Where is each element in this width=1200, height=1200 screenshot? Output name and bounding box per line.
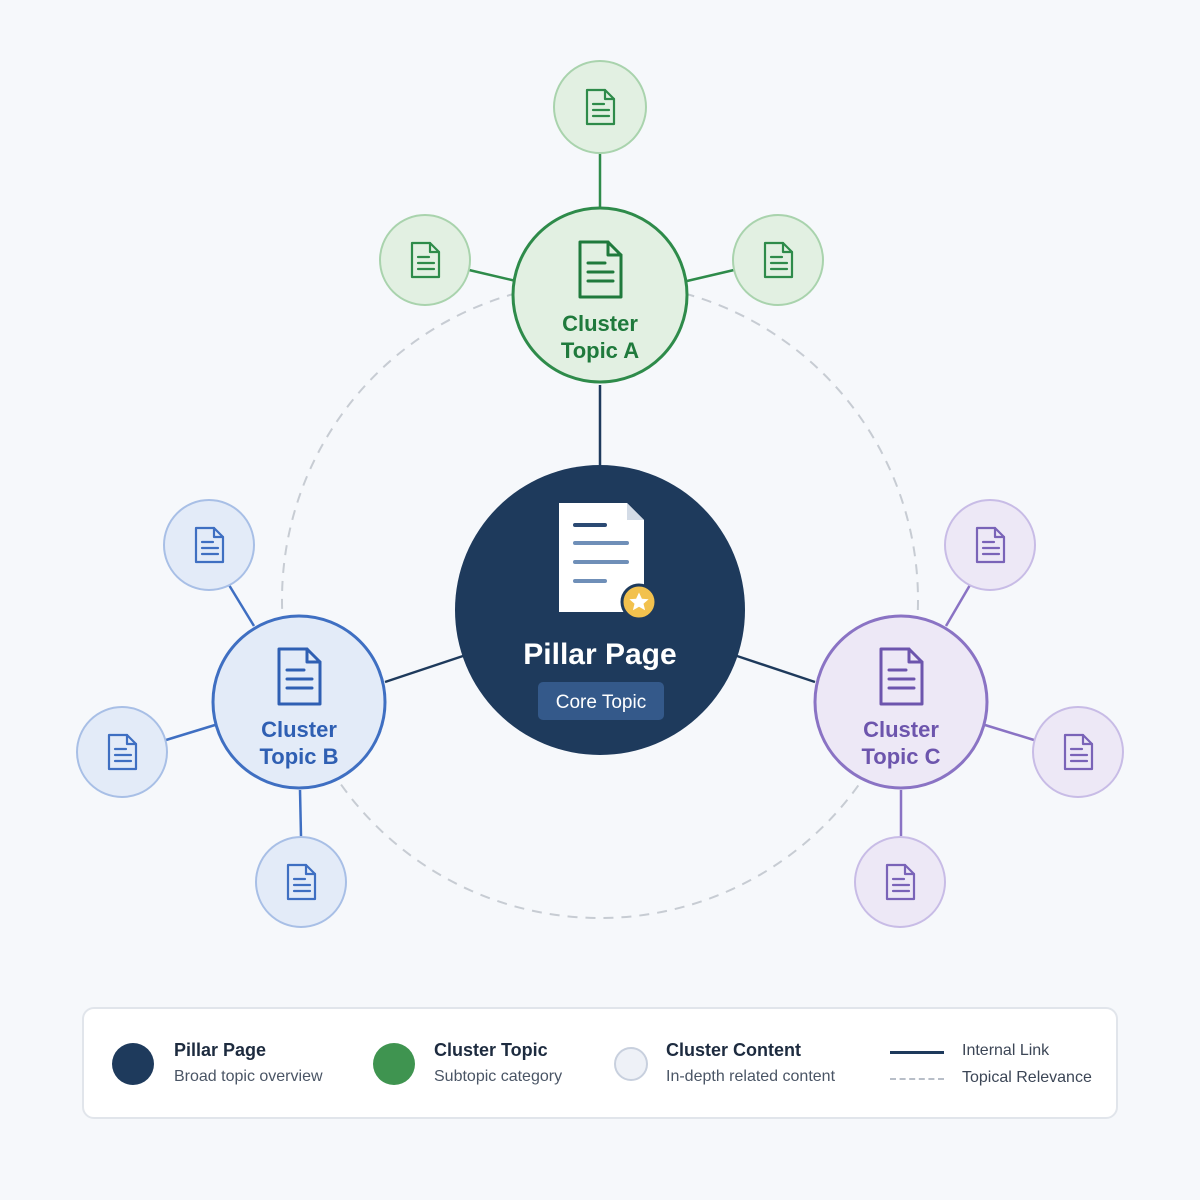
core-topic-badge-label: Core Topic	[556, 692, 646, 713]
document-icon	[107, 733, 138, 771]
legend-item-cluster-topic: Cluster Topic Subtopic category	[84, 1009, 604, 1121]
pillar-page-title: Pillar Page	[523, 638, 676, 671]
legend-item-pillar: Pillar Page Broad topic overview	[84, 1009, 364, 1121]
cluster-topic-b[interactable]: Cluster Topic B	[211, 614, 387, 790]
legend-topical-relevance: Topical Relevance	[962, 1069, 1092, 1086]
legend-pillar-desc: Broad topic overview	[174, 1068, 323, 1085]
legend-cluster-topic-desc: Subtopic category	[434, 1068, 563, 1085]
link-a-right	[686, 268, 735, 283]
cluster-topic-c-label-line2: Topic C	[861, 744, 940, 769]
cluster-content-node[interactable]	[379, 214, 471, 306]
internal-links	[165, 153, 1035, 837]
link-pillar-b	[384, 654, 464, 684]
cluster-content-node[interactable]	[732, 214, 824, 306]
link-b-left	[165, 723, 216, 742]
cluster-topic-a[interactable]: Cluster Topic A	[511, 206, 689, 384]
link-c-top	[944, 584, 972, 627]
link-b-top	[227, 584, 256, 627]
document-icon	[410, 241, 441, 279]
cluster-topic-b-label-line2: Topic B	[259, 744, 338, 769]
cluster-topic-swatch-icon	[373, 1043, 415, 1085]
link-a-left	[468, 268, 517, 283]
document-star-icon	[559, 503, 658, 621]
cluster-content-node[interactable]	[163, 499, 255, 591]
cluster-topic-a-label-line2: Topic A	[561, 338, 639, 363]
legend-cluster-topic-title: Cluster Topic	[434, 1040, 548, 1060]
legend: Pillar Page Broad topic overview Cluster…	[82, 1007, 1118, 1119]
document-icon	[975, 526, 1006, 564]
legend-item-cluster-content: Cluster Content In-depth related content	[84, 1009, 864, 1121]
document-icon	[763, 241, 794, 279]
internal-link-line-icon	[890, 1051, 944, 1054]
document-icon	[879, 647, 924, 706]
link-pillar-c	[736, 654, 816, 684]
legend-internal-link: Internal Link	[962, 1042, 1050, 1059]
pillar-swatch-icon	[112, 1043, 154, 1085]
cluster-content-node[interactable]	[1032, 706, 1124, 798]
cluster-content-node[interactable]	[854, 836, 946, 928]
pillar-page-node[interactable]: Pillar Page Core Topic	[455, 465, 745, 755]
legend-pillar-title: Pillar Page	[174, 1040, 267, 1060]
link-b-bottom	[298, 789, 303, 837]
document-icon	[885, 863, 916, 901]
cluster-topic-c-label-line1: Cluster	[863, 717, 939, 742]
cluster-content-node[interactable]	[553, 60, 647, 154]
topical-relevance-dashed-line-icon	[890, 1078, 944, 1080]
cluster-content-node[interactable]	[76, 706, 168, 798]
cluster-content-node[interactable]	[944, 499, 1036, 591]
document-icon	[585, 88, 616, 126]
cluster-content-node[interactable]	[255, 836, 347, 928]
document-icon	[1063, 733, 1094, 771]
legend-cluster-content-title: Cluster Content	[666, 1040, 801, 1060]
cluster-topic-a-label-line1: Cluster	[562, 311, 638, 336]
document-icon	[286, 863, 317, 901]
link-c-right	[984, 723, 1035, 742]
cluster-topic-c[interactable]: Cluster Topic C	[813, 614, 989, 790]
cluster-topic-b-label-line1: Cluster	[261, 717, 337, 742]
cluster-content-swatch-icon	[614, 1047, 648, 1081]
document-icon	[277, 647, 322, 706]
document-icon	[194, 526, 225, 564]
document-icon	[578, 240, 623, 299]
legend-cluster-content-desc: In-depth related content	[666, 1068, 836, 1085]
core-topic-badge	[538, 682, 664, 720]
